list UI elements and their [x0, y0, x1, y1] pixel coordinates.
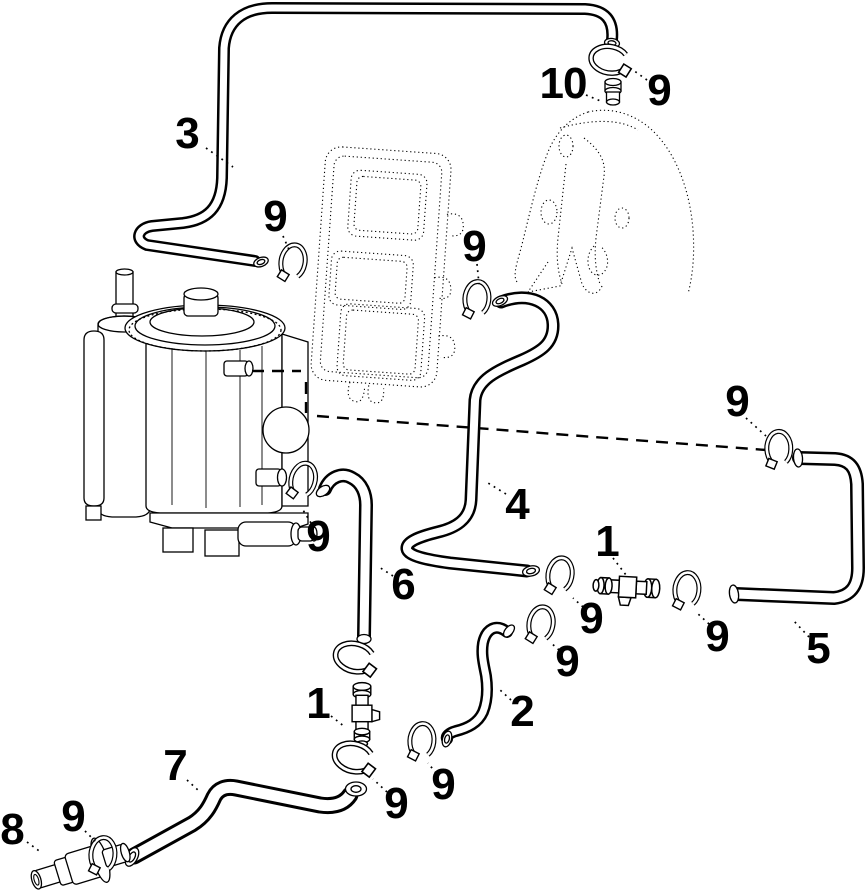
callout-label-1-8: 1 — [595, 517, 620, 566]
clamp-9-top-right — [589, 44, 635, 78]
callout-label-5-12: 5 — [806, 624, 831, 673]
callout-label-9-18: 9 — [384, 779, 409, 828]
check-valve-8 — [30, 837, 131, 890]
callout-label-9-17: 9 — [431, 760, 456, 809]
assembly-dashed-line — [252, 369, 767, 452]
fitting-10 — [604, 77, 622, 106]
callout-label-2-14: 2 — [510, 687, 535, 736]
callout-label-9-5: 9 — [725, 377, 750, 426]
callout-label-9-10: 9 — [579, 594, 604, 643]
callout-leader-4-6 — [487, 482, 507, 495]
callout-label-8-19: 8 — [0, 805, 25, 854]
callout-leader-6-9 — [378, 566, 394, 577]
clamp-9-above-fitting1 — [332, 639, 381, 678]
hose-6 — [315, 468, 373, 645]
clamp-9-hose2-left — [407, 723, 435, 763]
clamp-9-box-right — [462, 281, 490, 321]
clamp-9-fitting1r-right — [672, 572, 700, 612]
callout-leader-9-17 — [427, 762, 437, 774]
callout-leader-9-5 — [745, 417, 767, 437]
callout-label-9-2: 9 — [647, 66, 672, 115]
callout-label-3-0: 3 — [175, 109, 200, 158]
callout-leader-2-14 — [498, 688, 512, 701]
callout-leaders — [26, 69, 810, 854]
vapor-separator-engine — [83, 268, 318, 557]
clamp-9-below-fitting1 — [331, 739, 380, 778]
callout-label-9-7: 9 — [306, 512, 331, 561]
callout-label-9-3: 9 — [263, 192, 288, 241]
hose-3 — [133, 2, 621, 268]
callout-label-9-11: 9 — [705, 612, 730, 661]
hose-4 — [400, 291, 560, 578]
callout-leader-9-10 — [572, 597, 584, 608]
mounting-bracket-phantom — [514, 109, 695, 295]
callout-leader-8-19 — [26, 841, 43, 854]
callout-label-4-6: 4 — [505, 480, 530, 529]
ecm-box-phantom — [310, 146, 464, 404]
callout-leader-10-1 — [585, 94, 604, 103]
callout-leader-5-12 — [791, 618, 810, 638]
clamp-9-far-right — [766, 431, 791, 469]
callout-leader-7-16 — [186, 779, 200, 792]
callout-label-9-20: 9 — [61, 792, 86, 841]
callout-label-7-16: 7 — [163, 741, 188, 790]
clamp-9-hose3-end — [277, 243, 308, 285]
clamp-9-fitting1r-left — [544, 556, 575, 598]
callout-leader-1-15 — [330, 715, 346, 728]
hose-5 — [728, 448, 865, 605]
callout-label-9-13: 9 — [555, 637, 580, 686]
callout-label-9-4: 9 — [462, 222, 487, 271]
callout-label-10-1: 10 — [539, 59, 588, 108]
callout-leader-9-2 — [632, 69, 648, 81]
clamp-9-hose2-top — [525, 605, 556, 647]
callout-leader-9-7 — [302, 509, 312, 524]
hose-7 — [124, 778, 368, 867]
callout-label-1-15: 1 — [306, 679, 331, 728]
inline-fitting-1-center — [351, 681, 381, 748]
hose-2 — [440, 621, 516, 748]
callout-label-6-9: 6 — [391, 560, 416, 609]
callout-leader-9-20 — [84, 830, 97, 843]
